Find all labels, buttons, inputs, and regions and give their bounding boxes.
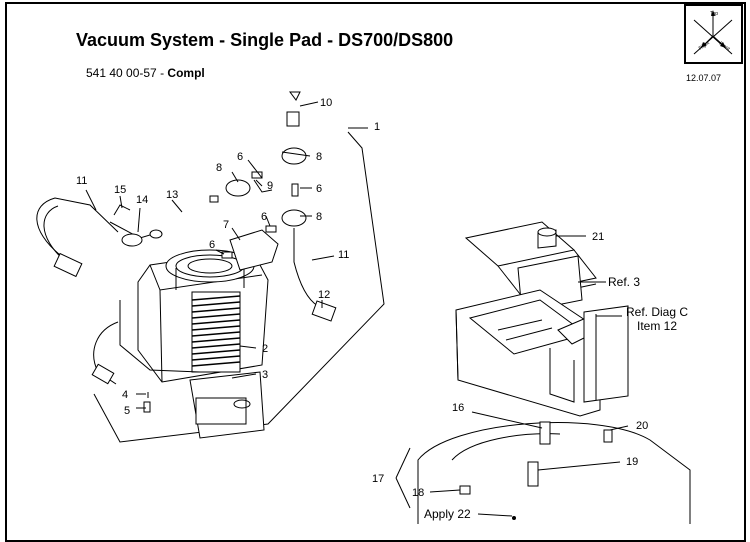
nipple-6d [251, 171, 263, 179]
elbow-9 [253, 179, 273, 193]
tee-8-middle [281, 209, 307, 227]
callout-11-left: 11 [76, 175, 87, 187]
hose-coupling-left [53, 252, 83, 278]
callout-8a: 8 [316, 151, 322, 163]
exploded-view-drawing: 1 2 3 4 5 6 6 6 6 7 8 8 8 9 10 11 11 12 … [36, 91, 691, 524]
vacuum-pump [119, 249, 269, 439]
plug-10 [286, 111, 300, 127]
orientation-front-label: Front [718, 41, 732, 53]
callout-21: 21 [592, 231, 604, 243]
assembly-bracket-line [93, 131, 385, 443]
orientation-axes-icon: Top Right Front [693, 10, 733, 55]
label-ref-diag-c: Ref. Diag C [626, 305, 688, 319]
nipple-6b [265, 225, 277, 233]
pad-base [417, 422, 691, 524]
callout-6a: 6 [237, 151, 243, 163]
power-plug [91, 363, 115, 385]
orientation-top-label: Top [710, 11, 718, 17]
callout-4: 4 [122, 389, 128, 401]
valve-7 [229, 229, 279, 271]
callout-6c: 6 [261, 211, 267, 223]
callout-2: 2 [262, 343, 268, 355]
orientation-right-label: Right [698, 40, 712, 52]
spacer-16 [539, 421, 551, 445]
callout-13: 13 [166, 189, 178, 201]
revision-date: 12.07.07 [686, 73, 722, 83]
nipple-6a [221, 251, 233, 259]
callout-16: 16 [452, 402, 464, 414]
callout-19: 19 [626, 456, 638, 468]
stud-19 [527, 461, 539, 487]
callout-6d: 6 [209, 239, 215, 251]
callout-6b: 6 [316, 183, 322, 195]
callout-18: 18 [412, 487, 424, 499]
fitting-15 [113, 204, 131, 216]
parts-diagram-sheet: Vacuum System - Single Pad - DS700/DS800… [5, 2, 746, 542]
callout-8c: 8 [316, 211, 322, 223]
orientation-box: Top Right Front [684, 4, 743, 64]
screw-5 [143, 401, 151, 413]
callout-17: 17 [372, 473, 384, 485]
callout-12: 12 [318, 289, 330, 301]
part-18 [459, 485, 471, 495]
tee-8-left [225, 179, 251, 197]
callout-10: 10 [320, 97, 332, 109]
diagram-title: Vacuum System - Single Pad - DS700/DS800 [76, 30, 454, 50]
callout-8b: 8 [216, 162, 222, 174]
callout-5: 5 [124, 405, 130, 417]
callout-15: 15 [114, 184, 126, 196]
part-suffix: Compl [167, 66, 205, 80]
coupling-12 [311, 300, 337, 322]
callout-20: 20 [636, 420, 648, 432]
nipple-6c [291, 183, 299, 197]
part-number: 541 40 00-57 [86, 66, 157, 80]
label-ref-3: Ref. 3 [608, 275, 640, 289]
callout-7: 7 [223, 219, 229, 231]
pad-bracket-assembly [455, 221, 629, 417]
fitting-14 [121, 233, 143, 247]
tee-8-top [281, 147, 307, 165]
label-item-12: Item 12 [637, 319, 677, 333]
callout-3: 3 [262, 369, 268, 381]
callout-11-right: 11 [338, 249, 349, 261]
part-number-line: 541 40 00-57 - Compl [86, 66, 205, 80]
fitting-20 [603, 429, 613, 443]
callout-9: 9 [267, 180, 273, 192]
part-separator: - [156, 66, 168, 80]
callout-14: 14 [136, 194, 148, 206]
callout-1: 1 [374, 121, 380, 133]
hose-11-right [293, 228, 319, 307]
label-apply-22: Apply 22 [424, 507, 471, 521]
plug-10-cap [289, 91, 301, 101]
apply-22-point [512, 516, 516, 520]
hose-11-left [36, 197, 119, 256]
